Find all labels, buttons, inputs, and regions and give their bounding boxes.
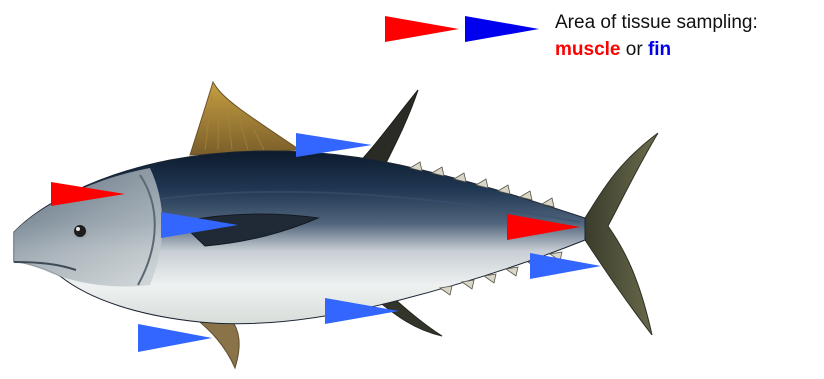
fin-marker-pelvic [138,324,212,352]
legend-keys: muscle or fin [555,36,758,63]
tuna-eye [73,224,87,238]
legend-muscle-marker [385,16,459,42]
legend-muscle-label: muscle [555,39,620,60]
pelvic-fin [195,318,239,368]
fin-marker-caudal [530,253,601,279]
first-dorsal-fin [190,82,300,155]
legend-title: Area of tissue sampling: [555,9,758,36]
legend-fin-marker [465,16,539,42]
legend: Area of tissue sampling: muscle or fin [555,9,758,63]
caudal-fin [585,133,658,335]
legend-fin-label: fin [648,39,671,60]
legend-connector: or [626,39,643,60]
fin-marker-first-dorsal [296,133,372,157]
